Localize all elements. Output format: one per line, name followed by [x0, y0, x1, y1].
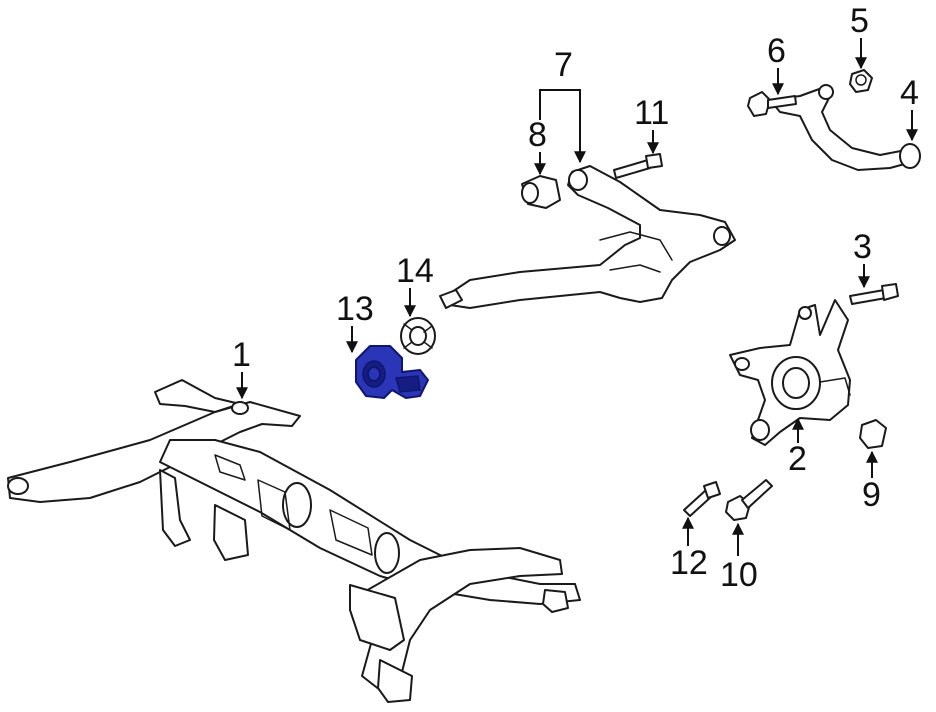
svg-text:10: 10 — [720, 556, 758, 594]
callout-9: 9 — [862, 450, 881, 514]
knuckle-part[interactable] — [729, 299, 851, 446]
bolt-10-part[interactable] — [725, 479, 773, 521]
svg-text:12: 12 — [670, 544, 708, 582]
callout-12: 12 — [670, 516, 708, 582]
bolt-3-part[interactable] — [849, 283, 899, 305]
svg-text:4: 4 — [900, 74, 919, 112]
svg-text:1: 1 — [232, 336, 251, 374]
svg-text:5: 5 — [850, 2, 869, 40]
callout-6: 6 — [767, 32, 786, 96]
svg-text:2: 2 — [788, 440, 807, 478]
callout-7: 7 — [539, 46, 586, 164]
bushing-9-part[interactable] — [859, 419, 887, 449]
callout-13: 13 — [336, 290, 374, 354]
bushing-14-part[interactable] — [400, 317, 436, 355]
callout-5: 5 — [850, 2, 869, 70]
svg-text:8: 8 — [528, 116, 547, 154]
upper-arm-part[interactable] — [769, 84, 921, 171]
svg-text:11: 11 — [634, 94, 669, 132]
callout-4: 4 — [900, 74, 919, 142]
svg-text:6: 6 — [767, 32, 786, 70]
callout-1: 1 — [232, 336, 251, 400]
bolt-12-part[interactable] — [683, 481, 721, 517]
bushing-8-part[interactable] — [521, 175, 561, 209]
svg-text:9: 9 — [862, 476, 881, 514]
bushing-13-highlighted-part[interactable] — [355, 345, 429, 399]
svg-text:14: 14 — [396, 252, 434, 290]
nut-5-part[interactable] — [849, 69, 873, 93]
lower-arm-part[interactable] — [439, 165, 736, 309]
callout-3: 3 — [853, 228, 872, 289]
callout-2: 2 — [788, 417, 807, 478]
callout-11: 11 — [634, 94, 669, 155]
crossmember-part[interactable] — [7, 379, 581, 703]
bolt-11-part[interactable] — [613, 153, 663, 179]
svg-text:7: 7 — [554, 46, 573, 84]
callout-14: 14 — [396, 252, 434, 318]
svg-text:13: 13 — [336, 290, 374, 328]
bolt-6-part[interactable] — [747, 91, 797, 117]
callout-8: 8 — [528, 116, 547, 176]
svg-text:3: 3 — [853, 228, 872, 266]
callout-10: 10 — [720, 522, 758, 594]
